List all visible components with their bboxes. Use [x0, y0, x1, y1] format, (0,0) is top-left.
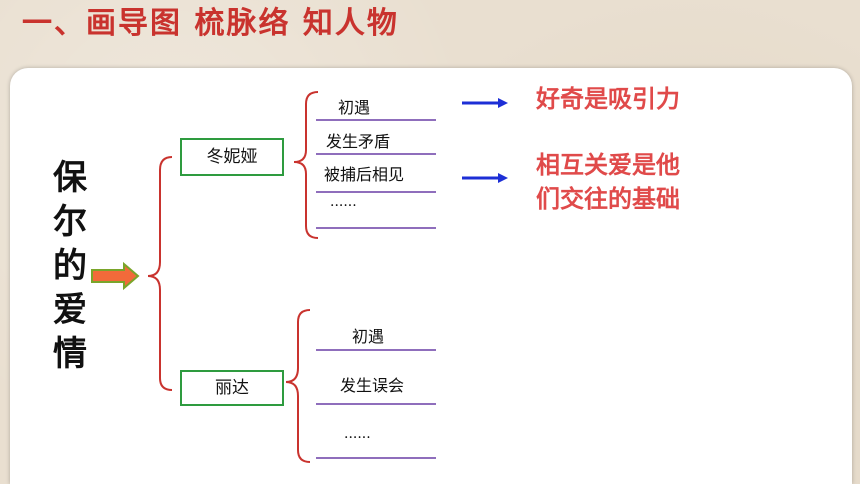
blue-arrow-2 [462, 173, 508, 183]
branch-bracket-2 [285, 309, 311, 463]
list-item: 被捕后相见 [324, 165, 405, 184]
list-item: ······ [344, 430, 371, 446]
list-item: ······ [330, 198, 357, 214]
blue-arrow-1 [462, 98, 508, 108]
branch-bracket-1 [293, 91, 319, 239]
note-2: 相互关爱是他 们交往的基础 [536, 148, 680, 216]
page-title: 一、画导图 梳脉络 知人物 [22, 6, 399, 41]
branch-node-2: 丽达 [180, 370, 284, 406]
central-char: 情 [53, 334, 87, 374]
branch-label: 冬妮娅 [206, 147, 258, 167]
note-line: 相互关爱是他 [536, 151, 680, 179]
branch-label: 丽达 [215, 378, 249, 398]
list-item: 发生矛盾 [326, 132, 391, 151]
list-item: 初遇 [338, 98, 371, 117]
note-1: 好奇是吸引力 [536, 85, 680, 113]
central-arrow [91, 261, 140, 291]
list-item: 发生误会 [340, 376, 405, 395]
central-char: 爱 [53, 290, 87, 330]
central-char: 的 [53, 246, 87, 286]
note-line: 们交往的基础 [536, 185, 680, 213]
branch-node-1: 冬妮娅 [180, 138, 284, 176]
central-topic: 保 尔 的 爱 情 [48, 156, 92, 376]
central-char: 尔 [53, 202, 87, 242]
central-char: 保 [53, 158, 87, 198]
list-item: 初遇 [352, 327, 385, 346]
main-bracket [147, 156, 173, 391]
